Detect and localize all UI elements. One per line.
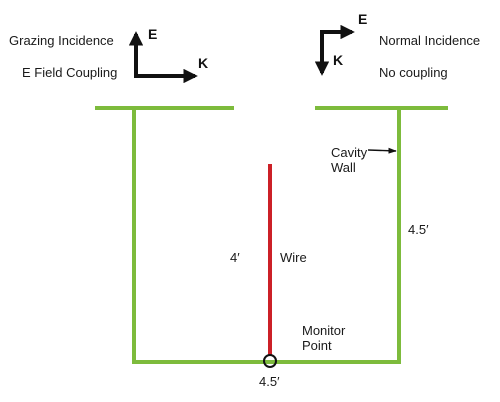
normal-incidence-key: E K Normal Incidence No coupling	[314, 11, 480, 80]
monitor-point-label-line2: Point	[302, 338, 332, 353]
e-field-coupling-label: E Field Coupling	[22, 65, 117, 80]
grazing-incidence-title: Grazing Incidence	[9, 33, 114, 48]
cavity-wall-label-line2: Wall	[331, 160, 356, 175]
cavity-height-label: 4.5′	[408, 222, 429, 237]
cavity-wall-label-line1: Cavity	[331, 145, 368, 160]
normal-k-label: K	[333, 52, 343, 68]
no-coupling-label: No coupling	[379, 65, 448, 80]
monitor-point-label-line1: Monitor	[302, 323, 346, 338]
cavity	[95, 106, 448, 364]
cavity-wall-pointer-arrow	[367, 147, 397, 154]
cavity-width-label: 4.5′	[259, 374, 280, 389]
monitor-point-marker	[263, 354, 277, 368]
grazing-incidence-key: Grazing Incidence E Field Coupling E K	[9, 26, 208, 84]
normal-incidence-title: Normal Incidence	[379, 33, 480, 48]
normal-e-label: E	[358, 11, 367, 27]
grazing-k-label: K	[198, 55, 208, 71]
grazing-e-label: E	[148, 26, 157, 42]
wire-label: Wire	[280, 250, 307, 265]
wire-length-label: 4′	[230, 250, 240, 265]
